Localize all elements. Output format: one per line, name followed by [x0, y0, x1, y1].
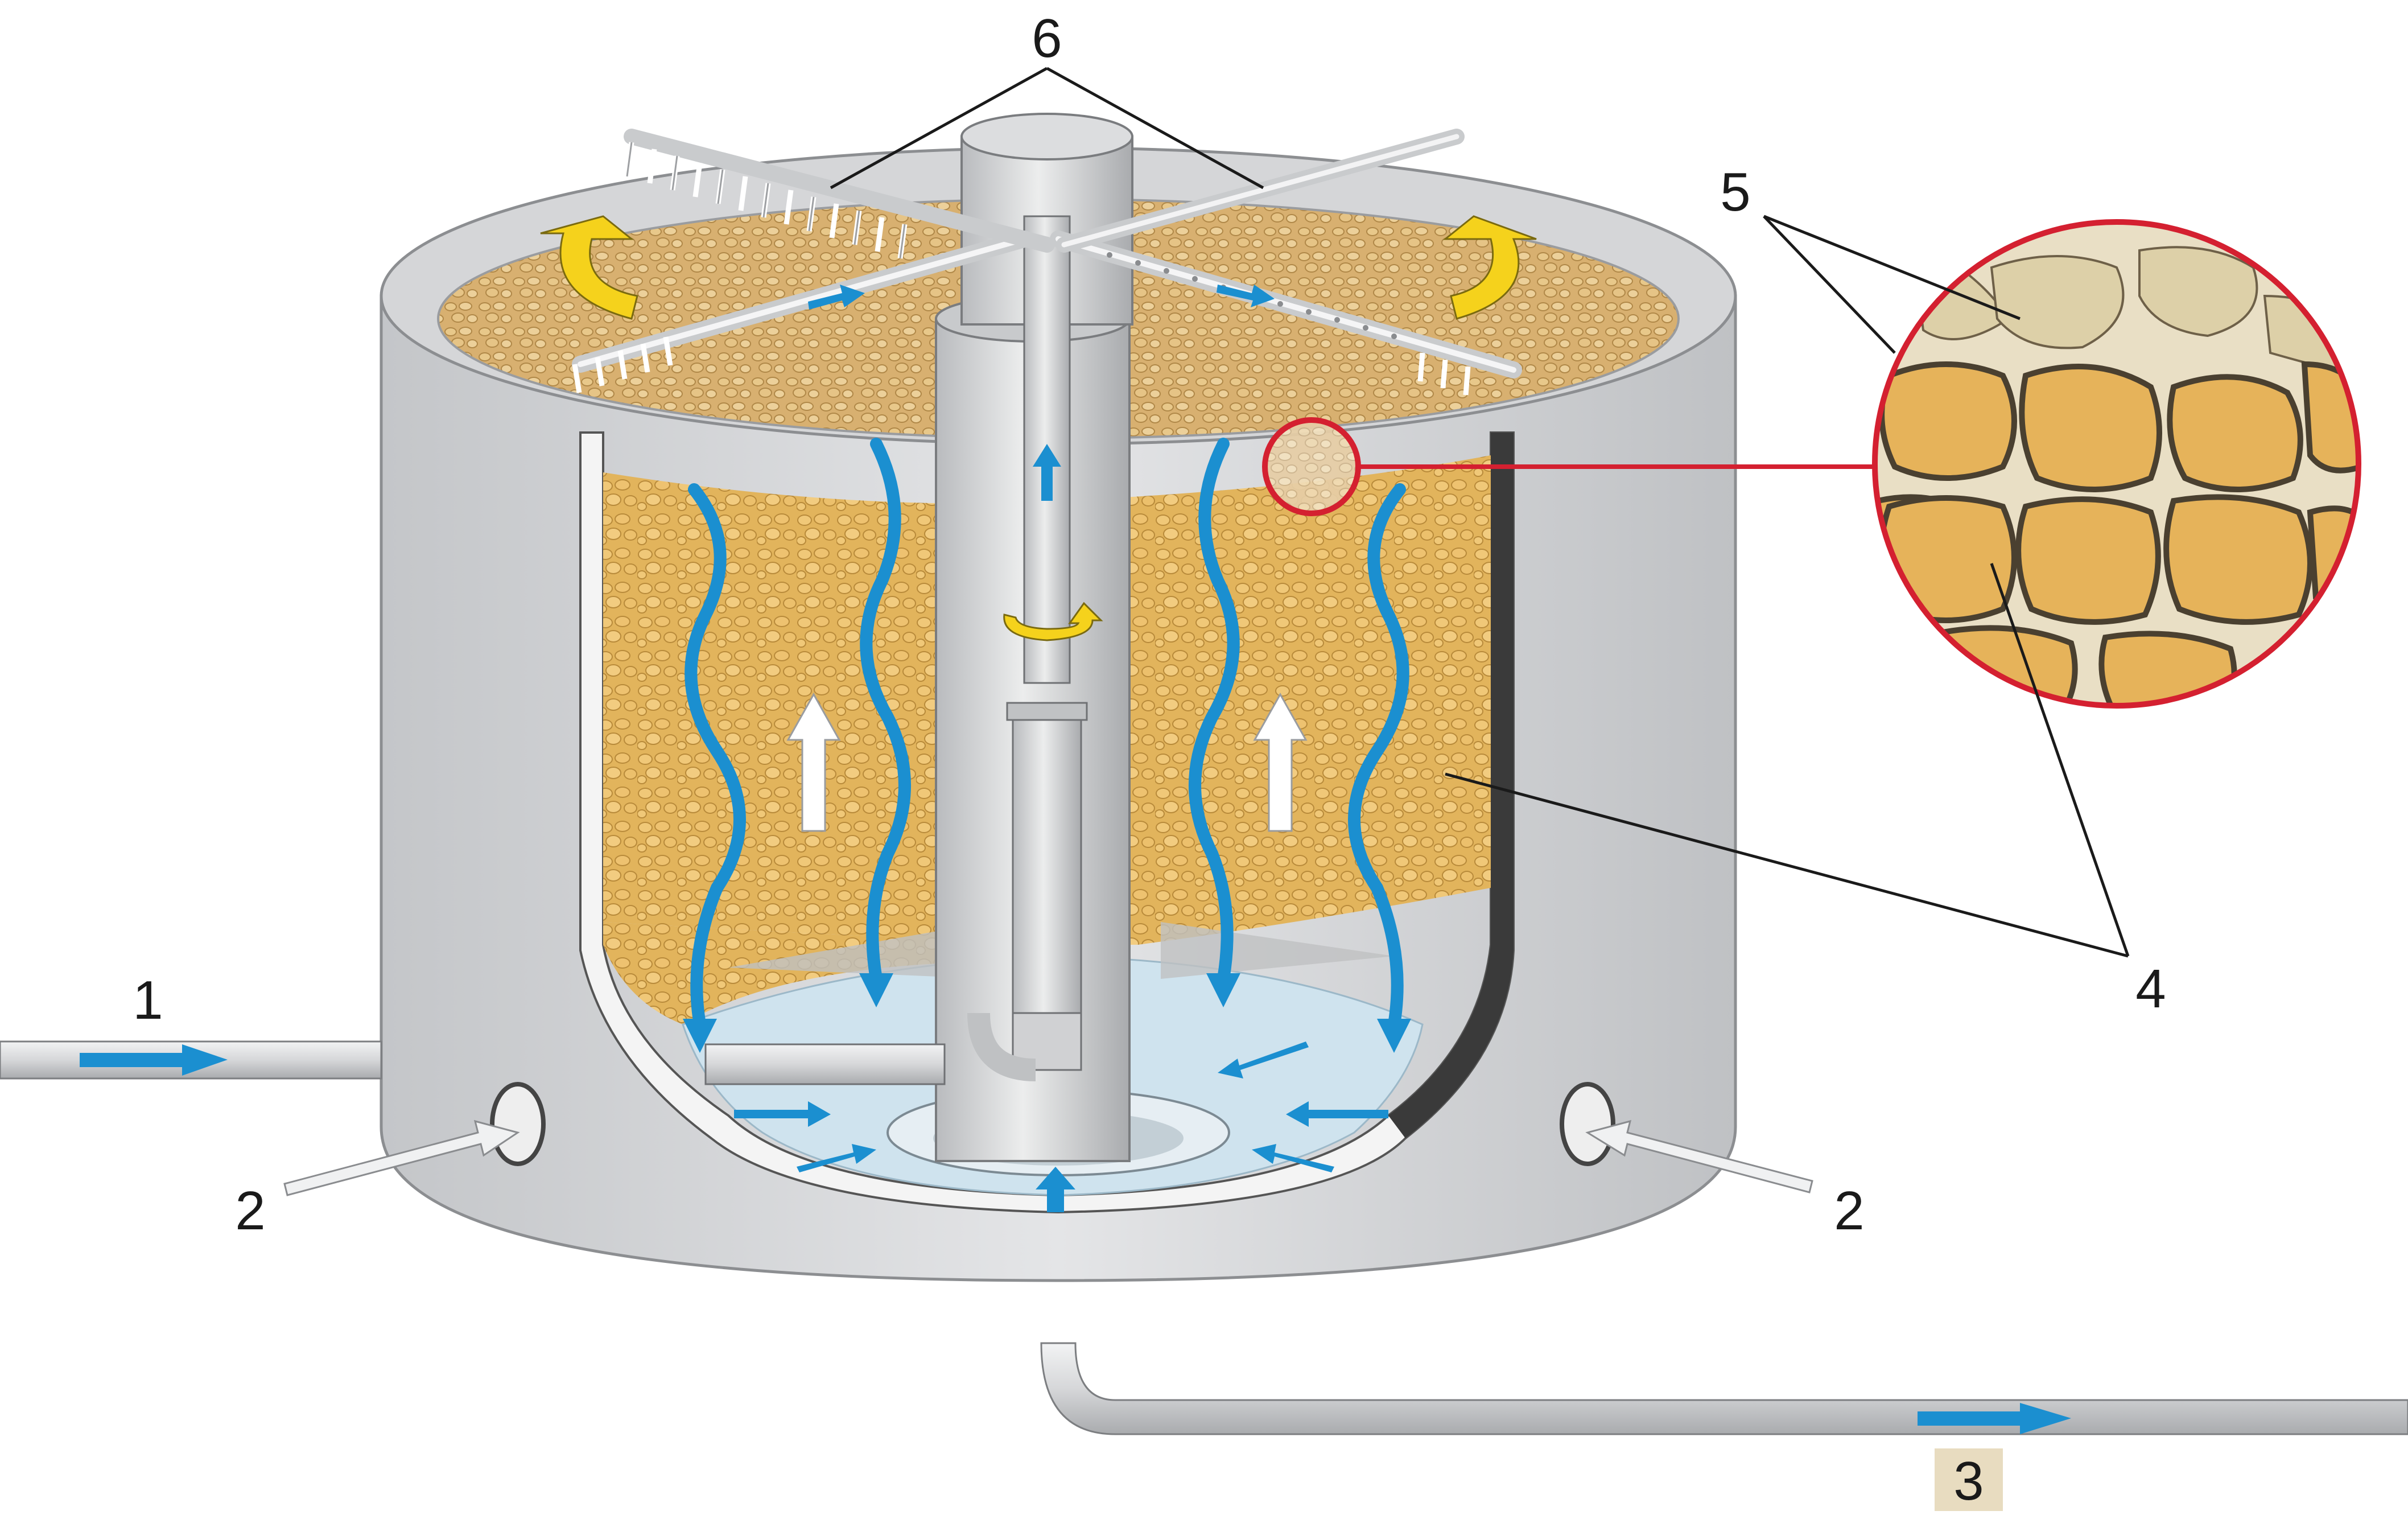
outflow-pipe	[1040, 1342, 2408, 1435]
label-air-inlet-right: 2	[1834, 1180, 1864, 1241]
label-outflow: 3	[1953, 1451, 1984, 1512]
upflow-arrows	[786, 692, 1308, 832]
water-flow-arrowheads	[683, 973, 1411, 1053]
label-inflow: 1	[133, 970, 163, 1031]
inflow-pipe	[0, 1040, 382, 1080]
leader-lines	[830, 67, 2130, 958]
magnifier-source	[1262, 417, 1875, 516]
label-outflow-box	[1935, 1448, 2003, 1511]
zoom-view	[1872, 219, 2361, 709]
label-air-inlet-left: 2	[235, 1180, 265, 1241]
callouts: 6 5 4 1 2 2 3	[133, 8, 2166, 1512]
label-rotor: 6	[1032, 8, 1062, 69]
water-flow-arrows	[685, 438, 1409, 1031]
label-grain: 4	[2135, 958, 2166, 1019]
rotation-arrows	[540, 215, 1537, 641]
label-coating: 5	[1720, 162, 1750, 223]
air-inlets	[283, 1082, 1813, 1196]
riser-flow-arrow	[808, 285, 1275, 501]
rotor-arms	[572, 129, 1522, 396]
bottom-radial-arrows	[734, 1042, 1388, 1212]
